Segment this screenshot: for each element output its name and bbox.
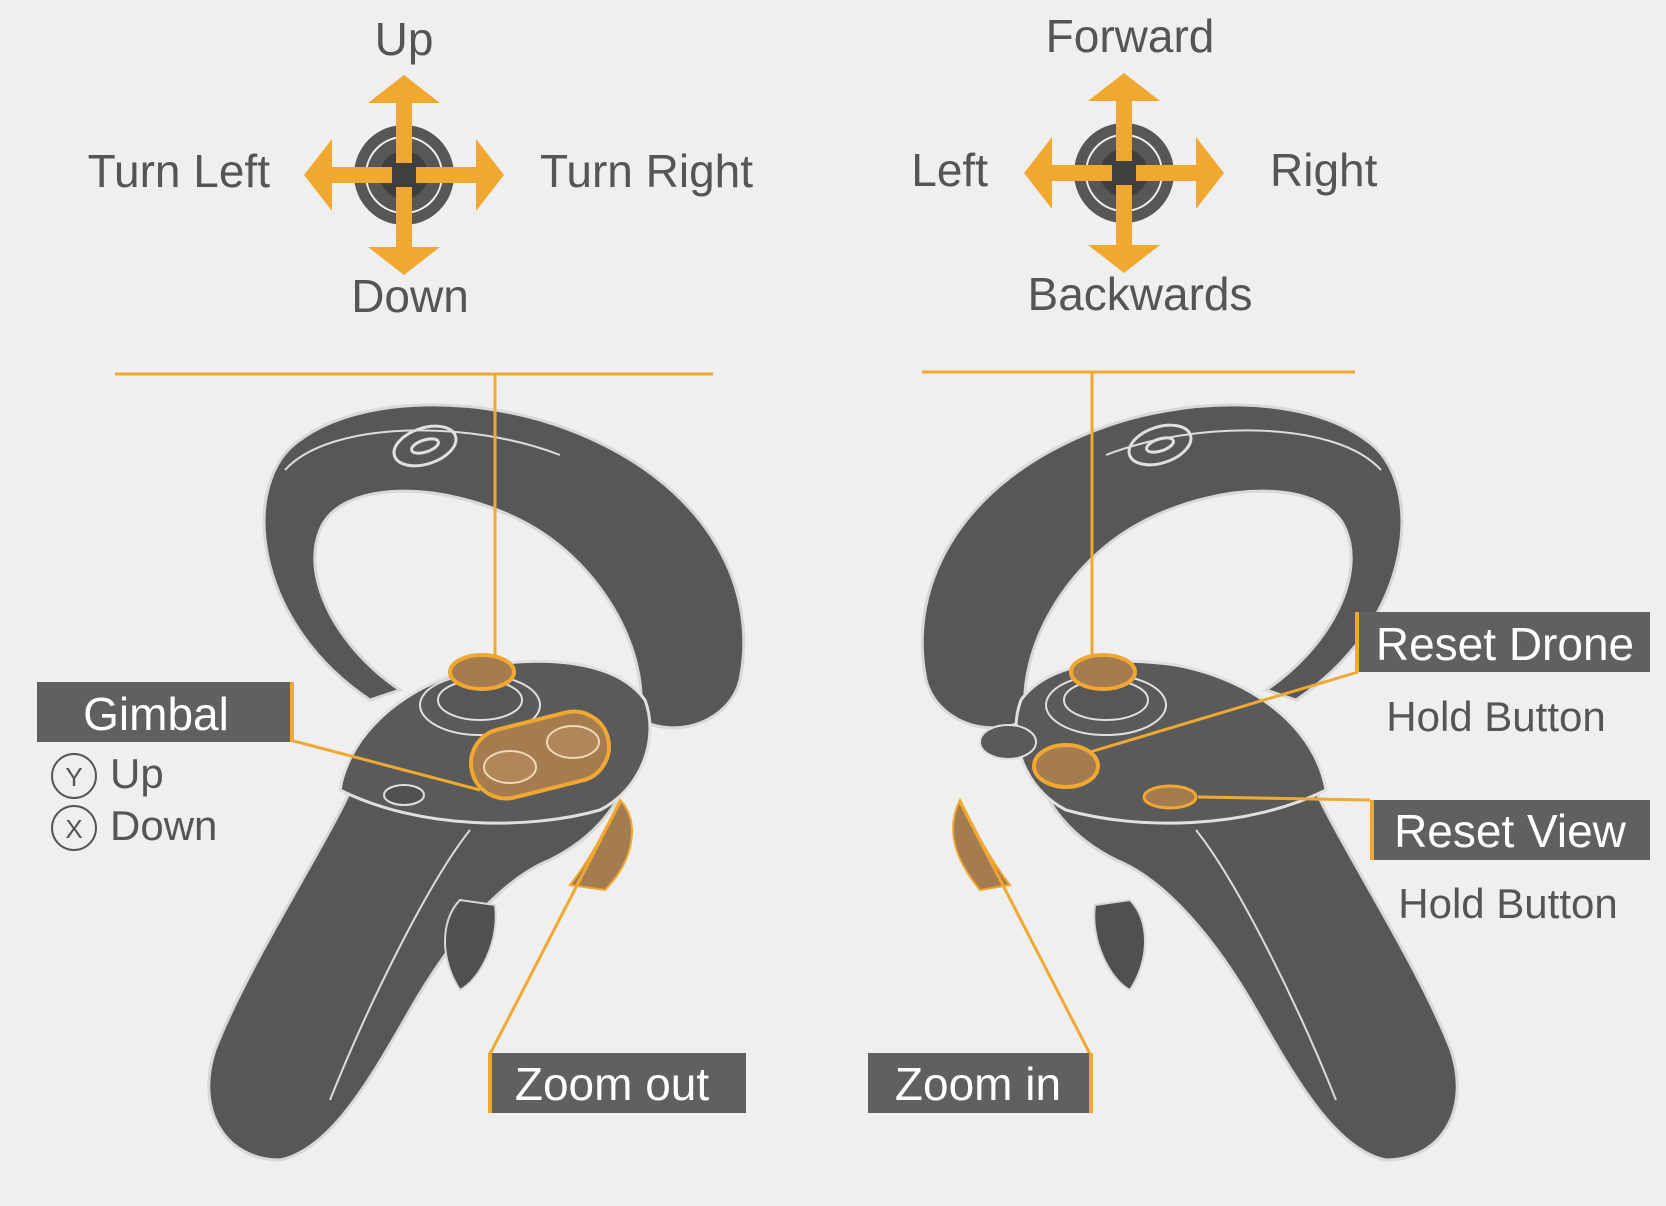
y-button-glyph: Y [65,762,82,792]
reset-view-hint: Hold Button [1398,880,1617,927]
left-dpad-icon [303,74,505,276]
zoom-in-callout: Zoom in [868,1053,1093,1113]
zoom-out-callout: Zoom out [488,1053,746,1113]
right-a-button [1032,743,1100,789]
right-home-button [1142,784,1198,810]
x-button-glyph: X [65,814,82,844]
left-controller [207,403,746,1162]
left-stick-right-label: Turn Right [540,145,753,197]
gimbal-up-label: Up [110,750,164,797]
zoom-in-label: Zoom in [895,1058,1061,1110]
left-thumbstick [448,653,516,691]
right-stick-right-label: Right [1270,144,1378,196]
gimbal-callout: Gimbal Y Up X Down [37,682,294,851]
left-oculus-logo-icon [392,424,458,468]
gimbal-label: Gimbal [83,688,229,740]
x-button-icon [51,805,97,851]
left-stick-down-label: Down [351,270,469,322]
reset-view-callout: Reset View Hold Button [1370,800,1650,927]
right-controller-handle [1039,778,1459,1162]
right-controller [920,403,1459,1162]
right-stick-up-label: Forward [1046,10,1215,62]
left-controller-handle [207,778,627,1162]
left-controller-ring [262,403,746,730]
left-stick-directions: Up Down Turn Left Turn Right [88,13,754,322]
gimbal-down-label: Down [110,802,217,849]
right-thumbstick [1069,653,1137,691]
y-button-icon [51,753,97,799]
left-stick-left-label: Turn Left [88,145,271,197]
reset-view-label: Reset View [1394,805,1627,857]
reset-drone-hint: Hold Button [1386,693,1605,740]
leader-lines [115,370,1371,1055]
right-dpad-icon [1023,72,1225,274]
right-oculus-logo-icon [1127,423,1193,467]
zoom-out-label: Zoom out [515,1058,710,1110]
reset-drone-callout: Reset Drone Hold Button [1355,612,1650,740]
left-y-button [546,725,600,759]
left-menu-button [383,784,425,806]
reset-drone-label: Reset Drone [1376,618,1634,670]
left-stick-up-label: Up [375,13,434,65]
right-b-button [979,724,1037,760]
right-controller-ring [920,403,1404,730]
right-stick-down-label: Backwards [1028,268,1253,320]
left-x-button [483,750,537,784]
right-stick-left-label: Left [911,144,988,196]
right-stick-directions: Forward Backwards Left Right [911,10,1377,320]
